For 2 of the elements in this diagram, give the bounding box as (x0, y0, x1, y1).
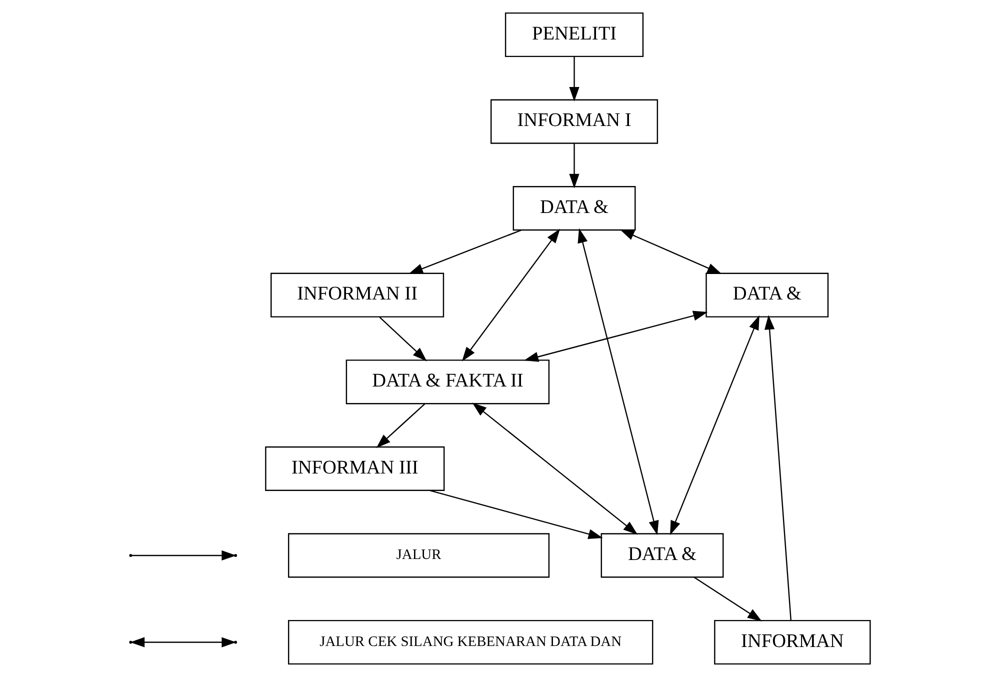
legend-label: JALUR CEK SILANG KEBENARAN DATA DAN (320, 634, 622, 650)
legend-label: JALUR (396, 547, 442, 564)
